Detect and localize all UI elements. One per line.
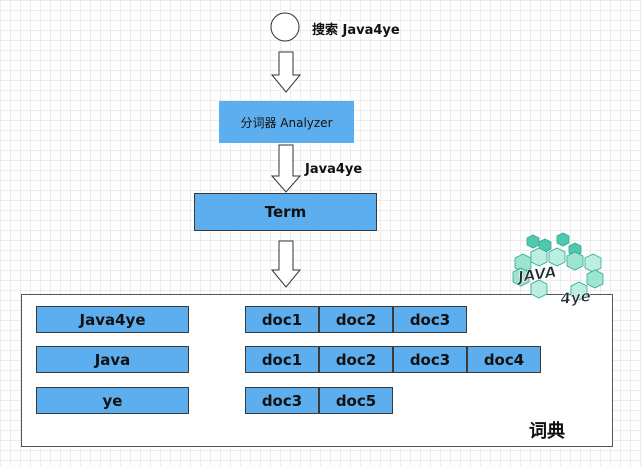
doc-label: doc1: [261, 310, 303, 329]
down-arrow-2: [270, 144, 302, 193]
term-label: Term: [264, 203, 307, 221]
dictionary-title: 词典: [529, 421, 565, 442]
doc-label: doc1: [261, 350, 303, 369]
java4ye-logo-icon: JAVA 4ye: [512, 232, 604, 308]
doc-label: doc2: [335, 350, 377, 369]
doc-cell: doc4: [467, 346, 541, 373]
analyzer-box: 分词器 Analyzer: [219, 101, 354, 143]
doc-cell: doc3: [393, 306, 467, 333]
start-circle: [270, 12, 300, 42]
term-row-label: Java: [94, 350, 131, 369]
doc-label: doc3: [409, 310, 451, 329]
down-arrow-3: [270, 240, 302, 288]
term-row-ye: ye: [36, 387, 189, 414]
doc-cell: doc3: [245, 387, 319, 414]
doc-cell: doc5: [319, 387, 393, 414]
token-label: Java4ye: [305, 162, 363, 177]
term-row-java: Java: [36, 346, 189, 373]
analyzer-label: 分词器 Analyzer: [240, 115, 333, 130]
doc-cell: doc2: [319, 306, 393, 333]
term-row-java4ye: Java4ye: [36, 306, 189, 333]
doc-label: doc3: [409, 350, 451, 369]
doc-label: doc2: [335, 310, 377, 329]
term-box: Term: [194, 193, 377, 231]
down-arrow-1: [270, 51, 302, 93]
doc-label: doc4: [483, 350, 525, 369]
doc-cell: doc1: [245, 346, 319, 373]
term-row-label: Java4ye: [79, 310, 146, 329]
doc-label: doc3: [261, 391, 303, 410]
doc-cell: doc1: [245, 306, 319, 333]
doc-cell: doc2: [319, 346, 393, 373]
search-label: 搜索 Java4ye: [312, 23, 400, 38]
doc-cell: doc3: [393, 346, 467, 373]
doc-label: doc5: [335, 391, 377, 410]
term-row-label: ye: [102, 391, 123, 410]
logo-text: 4ye: [559, 287, 592, 308]
